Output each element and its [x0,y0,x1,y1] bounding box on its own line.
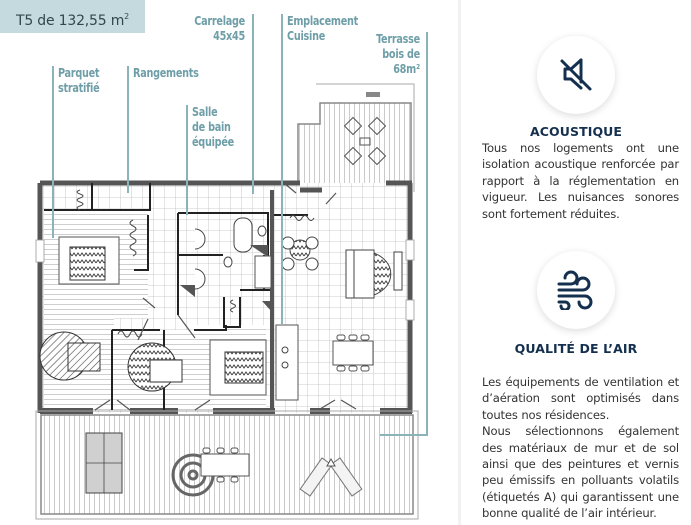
acoustique-description: Tous nos logements ont une isolation aco… [461,140,691,222]
panel-divider [458,0,461,525]
carrelage-leader-line [252,14,254,194]
acoustique-icon-badge [537,36,615,114]
callout-cuisine: Emplacement Cuisine [287,13,358,43]
callout-rangements: Rangements [133,65,199,80]
callout-terrasse-line-1: Terrasse [376,31,420,46]
callout-parquet: Parquet stratifié [58,65,100,95]
rangements-leader-line [127,66,129,193]
qualite-air-icon-badge [537,251,615,329]
floor-plan-drawing [35,83,419,520]
cuisine-leader-line [281,14,283,324]
area-unit-superscript: 2 [124,12,130,21]
callout-salle-de-bain-line-1: Salle [192,104,218,119]
callout-parquet-line-2: stratifié [58,80,100,95]
feature-qualite-air: QUALITÉ DE L’AIR Les équipements de vent… [461,251,691,522]
apartment-title: T5 de 132,55 m [16,13,125,29]
callout-cuisine-line-2: Cuisine [287,28,326,43]
callout-cuisine-line-1: Emplacement [287,13,359,28]
salle-de-bain-leader-line [186,105,188,215]
wind-air-icon [557,270,593,310]
callout-carrelage-line-2: 45x45 [213,28,245,43]
callout-carrelage: Carrelage 45x45 [194,13,245,43]
acoustique-paragraph: Tous nos logements ont une isolation aco… [482,141,679,221]
parquet-leader-line [52,66,54,238]
callout-salle-de-bain-line-2: de bain [192,119,231,134]
qualite-air-title: QUALITÉ DE L’AIR [514,341,638,356]
terrasse-leader-line-horizontal [380,434,428,436]
feature-acoustique: ACOUSTIQUE Tous nos logements ont une is… [461,36,691,222]
callout-terrasse-line-2: bois de [382,46,420,61]
speaker-muted-icon [560,58,592,91]
callout-salle-de-bain: Salle de bain équipée [192,104,234,149]
qualite-air-paragraph-2: Nous sélectionnons également des matéria… [482,424,679,521]
apartment-title-badge: T5 de 132,55 m2 [0,0,145,33]
acoustique-title: ACOUSTIQUE [529,124,623,139]
callout-salle-de-bain-line-3: équipée [192,134,234,149]
callout-parquet-line-1: Parquet [58,65,100,80]
qualite-air-paragraph-1: Les équipements de ventilation et d’aéra… [482,375,679,422]
callout-carrelage-line-1: Carrelage [194,13,245,28]
callout-terrasse: Terrasse bois de 68m² [376,31,420,76]
callout-terrasse-line-3: 68m² [393,61,420,76]
features-panel: ACOUSTIQUE Tous nos logements ont une is… [461,0,691,525]
floor-plan-panel: T5 de 132,55 m2 Parquet stratifié Rangem… [0,0,428,520]
qualite-air-description: Les équipements de ventilation et d’aéra… [461,374,691,522]
callout-rangements-line-1: Rangements [133,65,199,80]
terrasse-leader-line [426,32,428,436]
